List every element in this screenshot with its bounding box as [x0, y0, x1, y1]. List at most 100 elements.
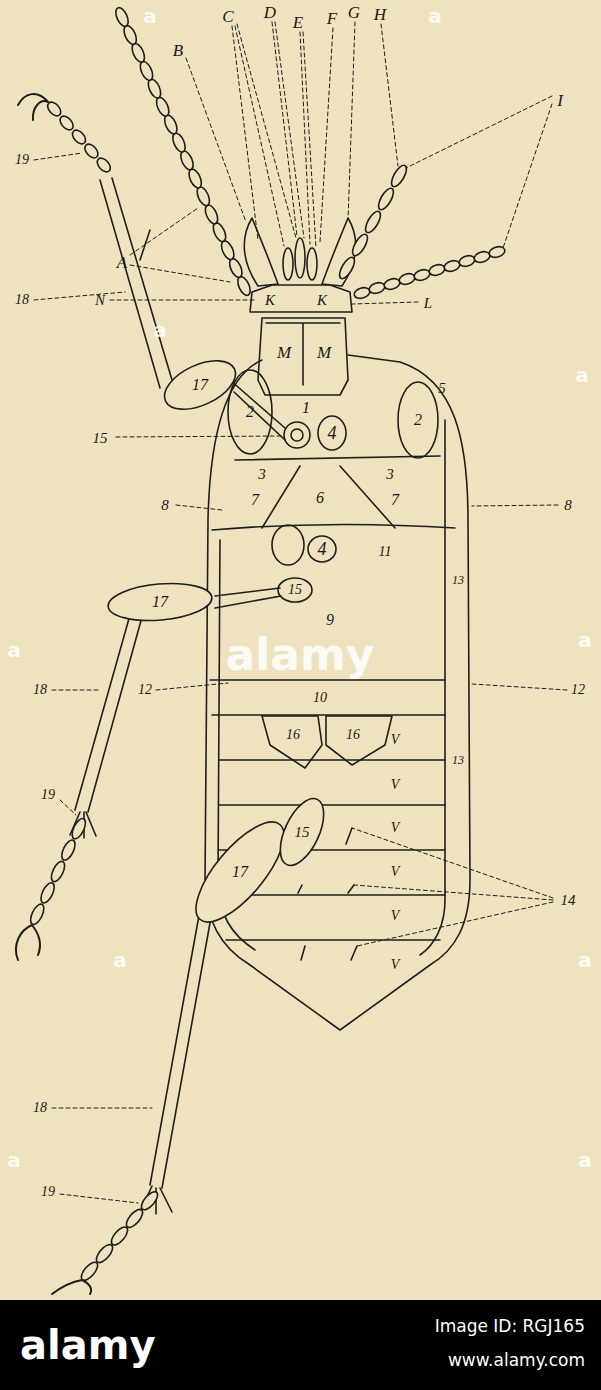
mouthpart — [283, 248, 293, 280]
segment-mark: V — [391, 821, 400, 835]
femur — [107, 580, 214, 625]
watermark: a — [578, 1150, 592, 1170]
callout-number: 2 — [246, 404, 254, 420]
segment-mark: V — [391, 958, 400, 972]
watermark: a — [7, 1150, 21, 1170]
segment-mark: V — [391, 909, 400, 923]
footer-url: www.alamy.com — [448, 1352, 585, 1369]
tibia — [100, 178, 172, 388]
claw — [18, 94, 48, 120]
callout-number: 3 — [386, 467, 394, 482]
leader-lines — [34, 22, 567, 1203]
claw — [52, 1280, 91, 1294]
femur — [157, 351, 243, 419]
callout-letter: D — [264, 4, 276, 21]
hind-coxa — [271, 792, 332, 872]
callout-number: 17 — [232, 864, 248, 880]
callout-number: 4 — [328, 424, 337, 442]
callout-number: 18 — [33, 1101, 47, 1115]
callout-number: 8 — [161, 498, 169, 513]
callout-number: 5 — [438, 381, 446, 396]
tarsus — [28, 817, 88, 927]
callout-number: 13 — [452, 754, 464, 766]
callout-number: 16 — [286, 728, 300, 742]
coxa — [272, 525, 304, 565]
trochanter — [215, 588, 281, 608]
claw — [16, 925, 40, 960]
segment-mark: V — [391, 733, 400, 747]
callout-number: 11 — [379, 545, 392, 559]
callout-letter: H — [374, 6, 386, 23]
watermark: a — [153, 320, 167, 340]
watermark: a — [113, 950, 127, 970]
suture — [262, 466, 395, 528]
coxa — [284, 422, 310, 448]
callout-number: 4 — [318, 540, 327, 558]
watermark: a — [578, 950, 592, 970]
hind-coxa — [326, 716, 392, 765]
plate-2 — [398, 382, 438, 458]
callout-letter: F — [327, 10, 337, 27]
callout-number: 15 — [295, 825, 310, 840]
suture — [212, 524, 455, 530]
tarsus — [79, 1189, 161, 1283]
suture — [235, 456, 440, 460]
mandible — [244, 218, 278, 286]
callout-number: 15 — [288, 583, 302, 597]
callout-number: 17 — [152, 594, 168, 610]
palp — [337, 163, 410, 281]
callout-letter: M — [277, 344, 291, 361]
tibia — [70, 615, 142, 838]
tarsus — [45, 100, 113, 175]
callout-number: 18 — [15, 293, 29, 307]
footer-logo: alamy — [20, 1325, 155, 1365]
callout-letter: G — [348, 4, 360, 21]
callout-number: 16 — [346, 728, 360, 742]
antenna — [353, 245, 506, 300]
watermark: a — [143, 6, 157, 26]
callout-number: 7 — [391, 492, 399, 508]
footer-id: Image ID: RGJ165 — [435, 1318, 585, 1335]
callout-letter: N — [95, 293, 105, 308]
tibia — [140, 910, 212, 1214]
callout-number: 18 — [33, 683, 47, 697]
callout-number: 17 — [192, 377, 208, 393]
callout-number: 6 — [316, 490, 324, 506]
watermark: a — [428, 6, 442, 26]
callout-number: 7 — [251, 492, 259, 508]
watermark: a — [7, 640, 21, 660]
callout-number: 2 — [414, 412, 422, 428]
callout-number: 10 — [313, 691, 327, 705]
callout-number: 13 — [452, 574, 464, 586]
mouthpart — [295, 238, 305, 278]
callout-letter: A — [117, 254, 127, 271]
callout-letter: K — [317, 293, 327, 308]
callout-number: 19 — [41, 788, 55, 802]
plate-2 — [228, 370, 272, 454]
callout-number: 19 — [41, 1185, 55, 1199]
coxa — [291, 429, 303, 441]
prothorax-suture — [266, 323, 340, 385]
body-outline — [205, 355, 470, 1030]
callout-number: 12 — [571, 683, 585, 697]
callout-number: 15 — [93, 431, 108, 446]
callout-letter: B — [173, 42, 183, 59]
watermark: a — [575, 365, 589, 385]
mouthpart — [307, 248, 317, 280]
segment-mark: V — [391, 778, 400, 792]
callout-number: 1 — [302, 400, 310, 416]
epipleura-edge — [420, 420, 445, 955]
callout-letter: C — [222, 8, 233, 25]
callout-letter: I — [557, 92, 563, 109]
callout-number: 19 — [15, 153, 29, 167]
callout-number: 14 — [561, 893, 576, 908]
femur — [182, 809, 298, 935]
callout-number: 3 — [258, 467, 266, 482]
coxal-cavity — [308, 536, 336, 562]
prothorax-plate — [258, 318, 348, 395]
callout-number: 12 — [138, 683, 152, 697]
callout-number: 8 — [564, 498, 572, 513]
callout-letter: K — [265, 293, 275, 308]
